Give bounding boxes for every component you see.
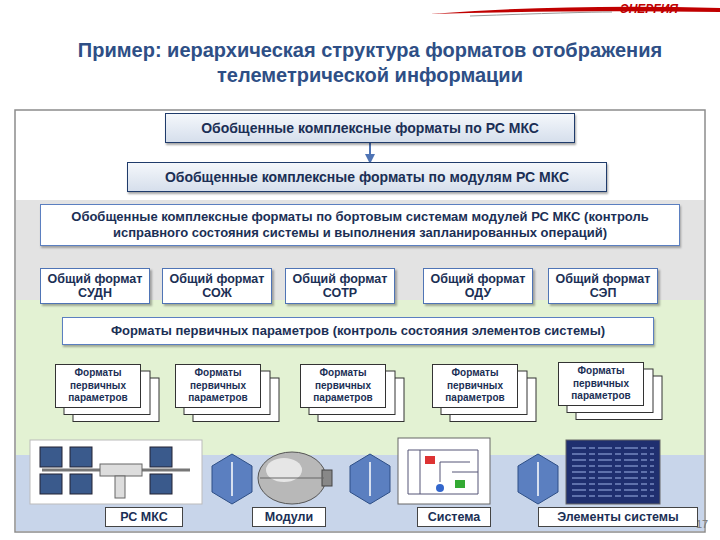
module-body <box>258 452 326 504</box>
logo-text: ЭНЕРГИЯ <box>620 2 678 16</box>
table-row <box>572 466 654 467</box>
table-rows <box>572 448 654 496</box>
module <box>115 476 125 498</box>
iss-illustration <box>30 440 202 504</box>
table-row <box>572 448 654 449</box>
node-text: Общий формат СУДН <box>46 272 144 301</box>
separator <box>212 454 252 504</box>
schematic-element <box>436 484 444 492</box>
solar-panel <box>150 474 172 494</box>
table-row <box>572 454 654 455</box>
primary-format-page: Форматы первичных параметров <box>55 364 141 408</box>
table-row <box>572 472 654 473</box>
primary-band: Форматы первичных параметров (контроль с… <box>62 317 654 345</box>
solar-panel <box>70 447 92 467</box>
node-text: Форматы первичных параметров <box>60 367 136 405</box>
panel <box>15 110 705 532</box>
primary-format-page: Форматы первичных параметров <box>432 364 518 408</box>
primary-format-page: Форматы первичных параметров <box>175 364 261 408</box>
systems-band: Обобщенные комплексные форматы по бортов… <box>40 204 680 246</box>
separator-line <box>369 462 371 496</box>
system-format-box: Общий формат СОЖ <box>162 268 272 304</box>
node-text: Форматы первичных параметров <box>305 367 381 405</box>
summary-box: Обобщенные комплексные форматы по модуля… <box>127 162 607 192</box>
node-text: Обобщенные комплексные форматы по РС МКС <box>201 120 539 136</box>
separator-line <box>231 462 233 496</box>
primary-format-page: Форматы первичных параметров <box>300 364 386 408</box>
node-text: Модули <box>265 510 313 524</box>
separator <box>350 454 390 504</box>
node-text: Общий формат СОЖ <box>168 272 266 301</box>
schematic-element <box>425 456 435 464</box>
table-row <box>572 496 654 497</box>
solar-panel <box>40 447 62 467</box>
node-text: Обобщенные комплексные форматы по модуля… <box>165 169 569 185</box>
system-format-box: Общий формат СЭП <box>548 268 658 304</box>
node-text: Форматы первичных параметров <box>563 365 639 403</box>
separator <box>518 454 558 504</box>
arrow-connector <box>369 143 371 162</box>
schematic-frame <box>398 438 490 504</box>
table-row <box>572 460 654 461</box>
node-text: Обобщенные комплексные форматы по бортов… <box>49 209 671 242</box>
table-row <box>572 490 654 491</box>
node-text: Общий формат СОТР <box>291 272 389 301</box>
iss-frame <box>30 440 202 504</box>
module-seam <box>260 478 324 479</box>
solar-panel <box>70 474 92 494</box>
solar-panel <box>150 447 172 467</box>
caption-box: Система <box>417 507 491 527</box>
node-text: РС МКС <box>120 510 167 524</box>
node-text: Форматы первичных параметров (контроль с… <box>111 323 605 339</box>
module-illustration <box>258 452 332 504</box>
node-text: Форматы первичных параметров <box>180 367 256 405</box>
system-format-box: Общий формат СУДН <box>40 268 150 304</box>
module <box>100 464 142 476</box>
table-row <box>572 478 654 479</box>
node-text: Элементы системы <box>557 510 679 524</box>
green-band <box>16 300 704 455</box>
grey-band <box>16 200 704 300</box>
solar-panel <box>40 474 62 494</box>
node-text: Общий формат СЭП <box>554 272 652 301</box>
caption-box: РС МКС <box>105 507 183 527</box>
system-schematic <box>398 438 490 504</box>
slide-title: Пример: иерархическая структура форматов… <box>40 38 700 88</box>
node-text: Общий формат ОДУ <box>429 272 527 301</box>
logo-line <box>470 12 612 16</box>
system-format-box: Общий формат ОДУ <box>423 268 533 304</box>
schematic-element <box>455 480 465 488</box>
schematic-lines <box>408 450 478 494</box>
summary-box: Обобщенные комплексные форматы по РС МКС <box>165 113 575 143</box>
caption-box: Элементы системы <box>538 507 698 527</box>
element-table <box>566 440 660 504</box>
node-text: Система <box>428 510 481 524</box>
table-row <box>572 484 654 485</box>
node-text: Форматы первичных параметров <box>437 367 513 405</box>
primary-format-page: Форматы первичных параметров <box>558 362 644 406</box>
separator-line <box>537 462 539 496</box>
system-format-box: Общий формат СОТР <box>285 268 395 304</box>
caption-box: Модули <box>252 507 326 527</box>
table-screen <box>566 440 660 504</box>
